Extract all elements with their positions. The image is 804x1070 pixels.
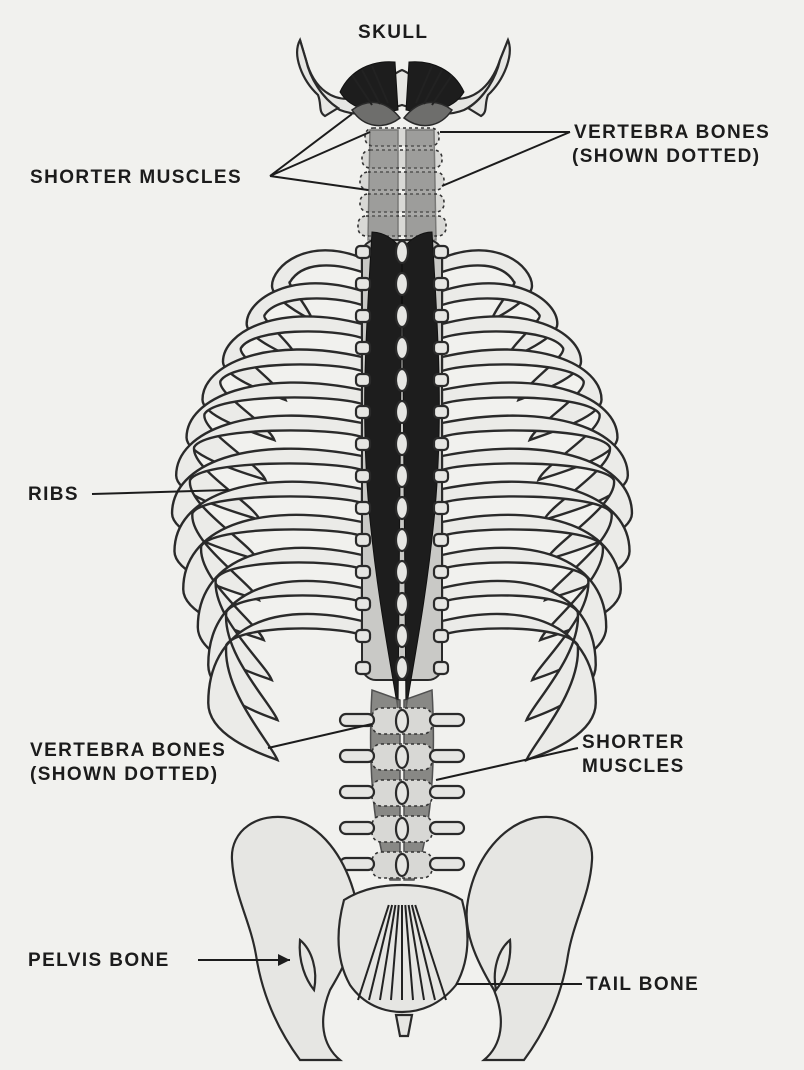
transverse-process-right: [434, 342, 448, 354]
transverse-process-right: [434, 438, 448, 450]
label-vertebra-bones-top: VERTEBRA BONES: [574, 122, 770, 143]
neck-vertebrae: [358, 128, 446, 240]
lumbar-spinous-process: [396, 818, 408, 840]
transverse-process-right: [434, 406, 448, 418]
lumbar-process-right: [430, 822, 464, 834]
spinous-process: [396, 241, 408, 263]
transverse-process-left: [356, 246, 370, 258]
transverse-process-right: [434, 310, 448, 322]
spinous-process: [396, 369, 408, 391]
spinous-process: [396, 593, 408, 615]
transverse-process-left: [356, 310, 370, 322]
transverse-process-right: [434, 630, 448, 642]
lumbar-process-right: [430, 858, 464, 870]
label-pelvis-bone: PELVIS BONE: [28, 950, 170, 971]
transverse-process-left: [356, 278, 370, 290]
lumbar-process-left: [340, 786, 374, 798]
label-shorter-muscles-bottom: SHORTER: [582, 732, 685, 753]
label-shorter-muscles-bottom-2: MUSCLES: [582, 756, 685, 777]
label-vertebra-bones-bottom: VERTEBRA BONES: [30, 740, 226, 761]
spinous-process: [396, 401, 408, 423]
spinous-process: [396, 497, 408, 519]
label-skull: SKULL: [358, 22, 428, 43]
thoracic-spine: [356, 232, 448, 710]
spinous-process: [396, 465, 408, 487]
spinous-process: [396, 273, 408, 295]
transverse-process-right: [434, 502, 448, 514]
transverse-process-left: [356, 534, 370, 546]
lumbar-process-right: [430, 786, 464, 798]
spinous-process: [396, 305, 408, 327]
leader-vertebra-bottom: [268, 724, 372, 748]
transverse-process-right: [434, 598, 448, 610]
lumbar-process-left: [340, 750, 374, 762]
label-vertebra-bones-bottom-note: (SHOWN DOTTED): [30, 764, 218, 785]
leader-vertebra-top: [440, 132, 570, 186]
label-vertebra-bones-top-note: (SHOWN DOTTED): [572, 146, 760, 167]
transverse-process-left: [356, 438, 370, 450]
spinous-process: [396, 657, 408, 679]
skull: [297, 40, 510, 126]
transverse-process-right: [434, 470, 448, 482]
leader-shorter-muscles-top: [270, 114, 370, 190]
label-tail-bone: TAIL BONE: [586, 974, 699, 995]
lumbar-process-right: [430, 714, 464, 726]
transverse-process-right: [434, 662, 448, 674]
spinous-process: [396, 433, 408, 455]
transverse-process-right: [434, 374, 448, 386]
transverse-process-right: [434, 278, 448, 290]
lumbar-spinous-process: [396, 782, 408, 804]
lumbar-spine: [340, 690, 464, 880]
spinous-process: [396, 337, 408, 359]
transverse-process-left: [356, 374, 370, 386]
transverse-process-left: [356, 406, 370, 418]
transverse-process-right: [434, 246, 448, 258]
transverse-process-right: [434, 534, 448, 546]
label-shorter-muscles-top: SHORTER MUSCLES: [30, 167, 242, 188]
transverse-process-left: [356, 598, 370, 610]
spinous-process: [396, 561, 408, 583]
transverse-process-left: [356, 566, 370, 578]
lumbar-spinous-process: [396, 746, 408, 768]
lumbar-spinous-process: [396, 710, 408, 732]
spinous-process: [396, 529, 408, 551]
lumbar-spinous-process: [396, 854, 408, 876]
lumbar-process-left: [340, 822, 374, 834]
transverse-process-right: [434, 566, 448, 578]
label-ribs: RIBS: [28, 484, 79, 505]
transverse-process-left: [356, 470, 370, 482]
transverse-process-left: [356, 502, 370, 514]
transverse-process-left: [356, 662, 370, 674]
transverse-process-left: [356, 342, 370, 354]
transverse-process-left: [356, 630, 370, 642]
lumbar-process-right: [430, 750, 464, 762]
spinous-process: [396, 625, 408, 647]
